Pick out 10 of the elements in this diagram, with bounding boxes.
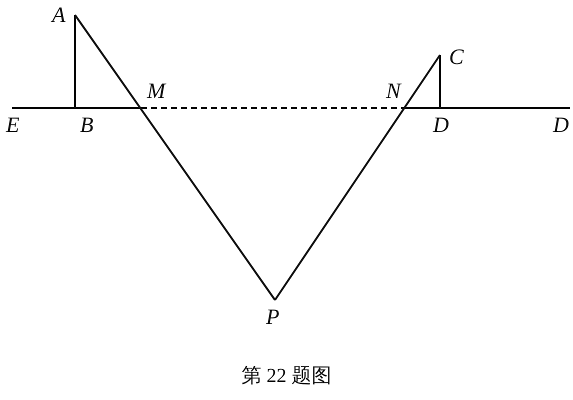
point-label: D: [433, 114, 449, 136]
point-label: B: [80, 114, 94, 136]
point-label: C: [449, 46, 464, 68]
point-label: E: [6, 114, 20, 136]
point-label: D: [553, 114, 569, 136]
point-label: A: [52, 4, 66, 26]
point-label: P: [266, 306, 280, 328]
point-label: M: [147, 80, 166, 102]
figure-caption: 第 22 题图: [240, 366, 332, 386]
point-label: N: [386, 80, 401, 102]
